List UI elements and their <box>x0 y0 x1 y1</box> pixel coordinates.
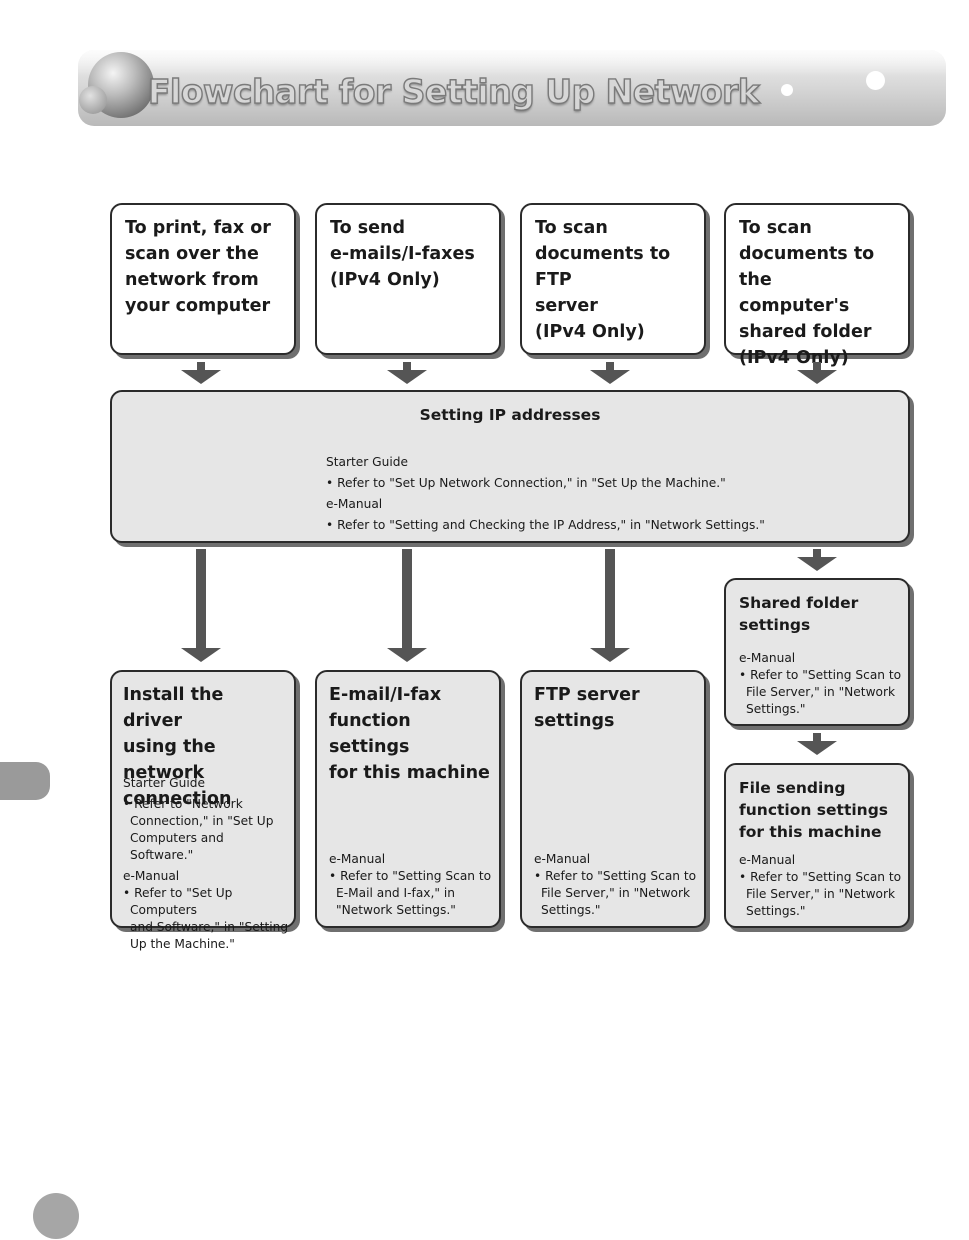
box-title: E-mail/I-fax function settings for this … <box>329 685 490 783</box>
reference-source: e-Manual <box>329 852 386 866</box>
arrow-down-icon <box>590 549 630 662</box>
goal-text: To print, fax or scan over the network f… <box>125 218 271 316</box>
arrow-down-icon <box>590 362 630 384</box>
reference-item: • Refer to "Setting Scan to File Server,… <box>739 668 902 716</box>
reference-source: Starter Guide <box>326 455 408 469</box>
reference-source: Starter Guide <box>123 776 205 790</box>
ip-box-references: Starter Guide • Refer to "Set Up Network… <box>326 452 765 536</box>
dot-decoration-icon <box>781 84 793 96</box>
box-title: File sending function settings for this … <box>739 779 889 841</box>
ip-address-box: Setting IP addresses Starter Guide • Ref… <box>110 390 910 543</box>
goal-text: To scan documents to FTP server (IPv4 On… <box>535 218 671 342</box>
file-sending-settings-box: File sending function settings for this … <box>724 763 910 928</box>
reference-source: e-Manual <box>123 869 180 883</box>
goal-box-scan-shared-folder: To scan documents to the computer's shar… <box>724 203 910 368</box>
reference-item: • Refer to "Setting Scan to File Server,… <box>534 869 697 917</box>
reference-item: • Refer to "Network Connection," in "Set… <box>123 797 274 862</box>
chapter-tab <box>0 762 50 800</box>
ip-box-title: Setting IP addresses <box>419 406 601 424</box>
install-driver-box: Install the driver using the network con… <box>110 670 296 951</box>
box-title: FTP server settings <box>534 685 640 731</box>
reference-item: • Refer to "Setting and Checking the IP … <box>326 518 765 532</box>
box-title: Shared folder settings <box>739 594 859 634</box>
ftp-server-settings-box: FTP server settings e-Manual • Refer to … <box>520 670 706 928</box>
goal-box-send-email: To send e-mails/I-faxes (IPv4 Only) <box>315 203 501 355</box>
reference-source: e-Manual <box>326 497 383 511</box>
arrow-down-icon <box>387 549 427 662</box>
reference-source: e-Manual <box>739 853 796 867</box>
reference-item: • Refer to "Setting Scan to E-Mail and I… <box>329 869 492 917</box>
box-title: Install the driver using the network con… <box>123 685 232 809</box>
reference-item: • Refer to "Setting Scan to File Server,… <box>739 870 902 918</box>
arrow-down-icon <box>797 549 837 571</box>
goal-box-print-fax-scan: To print, fax or scan over the network f… <box>110 203 296 355</box>
shared-folder-settings-box: Shared folder settings e-Manual • Refer … <box>724 578 910 726</box>
arrow-down-icon <box>797 362 837 384</box>
arrow-down-icon <box>181 362 221 384</box>
goal-text: To scan documents to the computer's shar… <box>739 218 875 368</box>
arrow-down-icon <box>387 362 427 384</box>
goal-text: To send e-mails/I-faxes (IPv4 Only) <box>330 218 475 290</box>
arrow-down-icon <box>797 733 837 755</box>
small-sphere-decoration-icon <box>79 86 107 114</box>
box-references: e-Manual • Refer to "Setting Scan to E-M… <box>329 851 495 919</box>
box-references: e-Manual • Refer to "Setting Scan to Fil… <box>534 851 700 919</box>
header-banner <box>78 50 946 126</box>
arrow-down-icon <box>181 549 221 662</box>
dot-decoration-icon <box>866 71 885 90</box>
banner-highlight <box>78 50 946 76</box>
box-references: Starter Guide • Refer to "Network Connec… <box>123 775 290 953</box>
reference-item: • Refer to "Set Up Computers and Softwar… <box>123 886 289 951</box>
page-number-circle <box>33 1193 79 1239</box>
reference-source: e-Manual <box>534 852 591 866</box>
reference-item: • Refer to "Set Up Network Connection," … <box>326 476 726 490</box>
box-references: e-Manual • Refer to "Setting Scan to Fil… <box>739 852 904 920</box>
page-title: Flowchart for Setting Up Network <box>147 71 760 111</box>
goal-box-scan-ftp: To scan documents to FTP server (IPv4 On… <box>520 203 706 355</box>
box-references: e-Manual • Refer to "Setting Scan to Fil… <box>739 650 904 718</box>
reference-source: e-Manual <box>739 651 796 665</box>
email-ifax-settings-box: E-mail/I-fax function settings for this … <box>315 670 501 928</box>
